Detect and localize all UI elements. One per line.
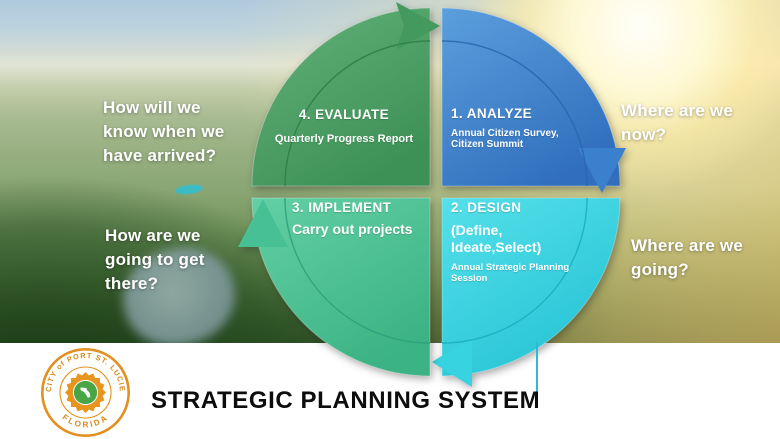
- implement-quadrant: [238, 197, 431, 377]
- design-quadrant: [432, 197, 621, 387]
- city-seal-logo: CITY of PORT ST. LUCIE FLORIDA: [40, 347, 131, 438]
- analyze-step-title: 1. ANALYZE: [451, 106, 533, 121]
- implement-label: 3. IMPLEMENT Carry out projects: [292, 200, 442, 237]
- design-label: 2. DESIGN (Define, Ideate,Select) Annual…: [451, 200, 596, 284]
- evaluate-details: Quarterly Progress Report: [274, 133, 414, 145]
- question-top-right: Where are we now?: [621, 101, 734, 144]
- florida-map-icon: [80, 387, 91, 398]
- seal-inner-ring: [59, 366, 112, 419]
- evaluate-quadrant: [251, 2, 440, 187]
- analyze-quadrant: [441, 7, 626, 193]
- implement-inner-arc: [284, 197, 431, 344]
- question-bottom-left: How are we going to get there?: [105, 226, 205, 293]
- design-subtitle: (Define, Ideate,Select): [451, 222, 542, 255]
- design-inner-arc: [441, 197, 588, 344]
- analyze-arrowhead: [578, 148, 626, 193]
- question-bottom-right: Where are we going?: [631, 236, 744, 279]
- implement-details: Carry out projects: [292, 221, 413, 237]
- analyze-inner-arc: [441, 40, 588, 187]
- design-step-title: 2. DESIGN: [451, 200, 522, 215]
- question-top-left: How will we know when we have arrived?: [103, 98, 225, 165]
- design-arrowhead: [432, 337, 472, 387]
- evaluate-quadrant-shape: [251, 7, 431, 187]
- analyze-details: Annual Citizen Survey, Citizen Summit: [451, 128, 559, 150]
- analyze-label: 1. ANALYZE Annual Citizen Survey, Citize…: [451, 106, 611, 150]
- page-title: STRATEGIC PLANNING SYSTEM: [151, 387, 541, 414]
- design-details: Annual Strategic Planning Session: [451, 262, 570, 284]
- design-quadrant-shape: [441, 197, 621, 377]
- implement-arrowhead: [238, 199, 288, 247]
- implement-step-title: 3. IMPLEMENT: [292, 200, 392, 215]
- evaluate-step-title: 4. EVALUATE: [298, 107, 390, 122]
- evaluate-arrowhead: [396, 2, 440, 50]
- evaluate-label: 4. EVALUATE Quarterly Progress Report: [256, 107, 432, 145]
- evaluate-inner-arc: [284, 40, 431, 187]
